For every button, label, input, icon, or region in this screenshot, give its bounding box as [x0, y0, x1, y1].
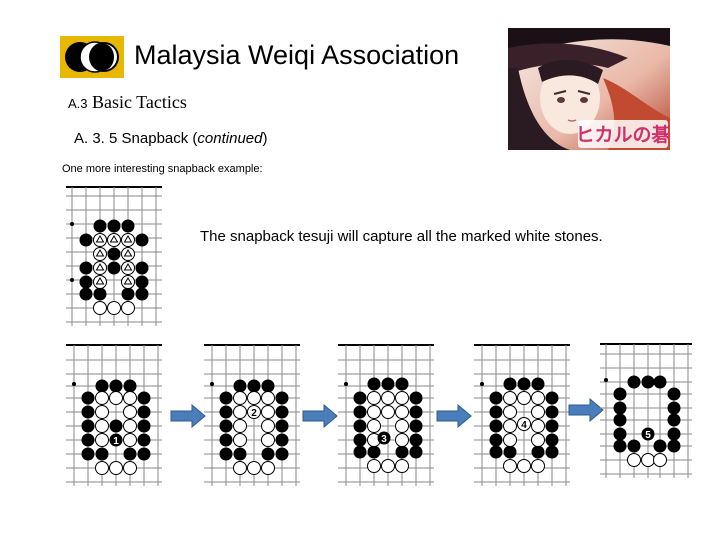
intro-text: One more interesting snapback example:	[62, 163, 263, 175]
subsection-number: A. 3. 5	[74, 130, 118, 147]
hikaru-no-go-banner-image: ヒカルの碁	[508, 28, 671, 150]
banner-logo-text: ヒカルの碁	[575, 123, 670, 146]
section-title: Basic Tactics	[91, 92, 187, 112]
arrow-right-icon	[170, 404, 206, 428]
section-number: A.3	[68, 96, 88, 111]
weiqi-stones-logo-icon	[60, 36, 124, 78]
move-number-1: 1	[113, 436, 119, 447]
go-board-step-2: 2	[204, 344, 300, 486]
subsection-title: Snapback	[121, 130, 189, 147]
move-number-3: 3	[381, 434, 387, 445]
subsection-qualifier: continued	[197, 130, 263, 147]
go-board-step-3: 3	[338, 344, 434, 486]
move-number-2: 2	[251, 408, 257, 419]
section-heading: A.3 Basic Tactics	[68, 92, 187, 113]
go-board-step-5: 5	[600, 343, 692, 478]
move-number-5: 5	[645, 430, 651, 441]
arrow-right-icon	[302, 404, 338, 428]
arrow-right-icon	[436, 404, 472, 428]
move-number-4: 4	[521, 420, 527, 431]
go-board-step-1: 1	[66, 344, 162, 486]
subsection-heading: A. 3. 5 Snapback (continued)	[74, 130, 268, 147]
arrow-right-icon	[568, 398, 604, 422]
go-board-problem	[66, 186, 162, 326]
go-board-step-4: 4	[474, 344, 570, 486]
association-title: Malaysia Weiqi Association	[134, 40, 460, 70]
diagram-caption: The snapback tesuji will capture all the…	[200, 228, 603, 245]
